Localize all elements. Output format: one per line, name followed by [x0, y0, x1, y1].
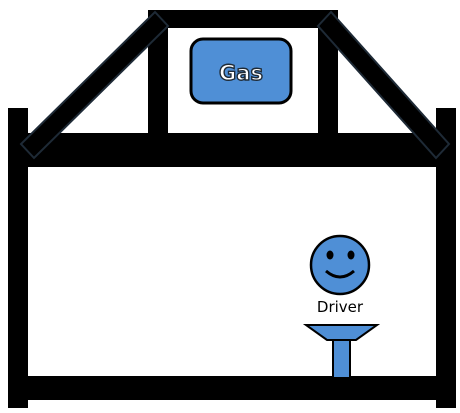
left-post — [8, 108, 28, 408]
driver-seat — [302, 324, 381, 379]
canopy-left-post — [148, 10, 168, 150]
driver-smile — [325, 269, 355, 279]
gas-sign-box — [189, 37, 293, 105]
right-diagonal-strut — [316, 10, 451, 160]
left-diagonal-strut — [19, 10, 170, 160]
right-post — [436, 108, 456, 408]
driver-figure: Driver — [302, 234, 381, 379]
seat-top — [302, 324, 381, 341]
driver-left-eye — [326, 250, 334, 260]
vehicle-frame — [8, 108, 456, 408]
driver-head — [309, 234, 371, 296]
upper-crossbar — [8, 133, 456, 167]
canopy-right-post — [318, 10, 338, 150]
lower-crossbar — [8, 376, 456, 400]
driver-label: Driver — [317, 298, 364, 316]
canopy-top-beam — [148, 10, 338, 28]
gas-sign-label: Gas — [219, 61, 263, 85]
driver-right-eye — [347, 250, 355, 260]
gas-sign: Gas — [189, 37, 293, 105]
seat-post — [332, 339, 351, 379]
smiley-face-icon — [309, 234, 371, 296]
canopy — [19, 10, 451, 160]
